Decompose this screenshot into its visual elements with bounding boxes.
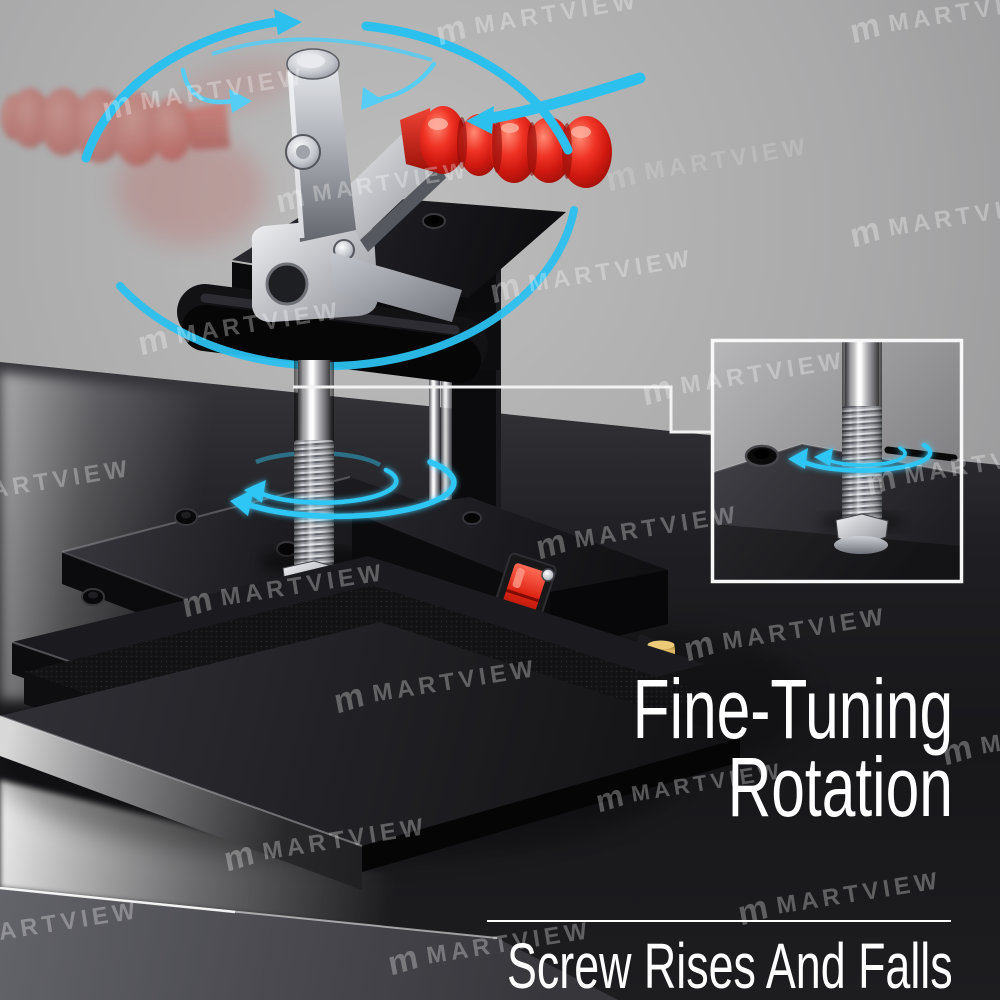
rotation-arrows-top-inner: [211, 37, 433, 62]
desk-front-face: [0, 888, 618, 1000]
clamp-hole: [265, 262, 309, 306]
inset-screw: [834, 342, 889, 554]
base-slab: [0, 622, 740, 846]
zoom-inset: [710, 338, 964, 584]
footer-caption: Screw Rises And Falls: [507, 930, 953, 1000]
headline-line-1: Fine-Tuning: [632, 662, 953, 756]
rotation-arrows-top: [81, 9, 646, 371]
inset-plate: [714, 444, 960, 580]
headline: Fine-Tuning Rotation: [508, 662, 953, 834]
inset-rotation-arrows: [788, 442, 933, 473]
clamp-lever: [288, 54, 356, 242]
ghost-motion-smear: [115, 135, 265, 245]
switch-screw: [541, 568, 555, 582]
clamp-lower-jaw: [330, 252, 462, 322]
screw-rotation-arrows: [230, 459, 457, 520]
base-plates: Heating & Pressurizing Station: [0, 556, 740, 890]
press-device: es | iHP5: [0, 9, 810, 890]
inset-border: [710, 338, 964, 584]
footer-divider: [487, 920, 951, 922]
inset-connector-line: [293, 385, 712, 434]
ghost-knob-handle: [1, 88, 230, 166]
inset-slot: [884, 446, 958, 462]
headline-line-2: Rotation: [727, 740, 953, 834]
